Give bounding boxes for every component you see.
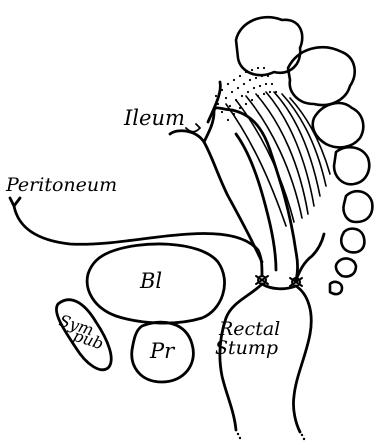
ileum-right-wall bbox=[270, 150, 298, 280]
suture-knots bbox=[256, 276, 302, 286]
coccyx-tip bbox=[330, 282, 342, 294]
label-bladder: Bl bbox=[139, 269, 162, 293]
label-ileum: Ileum bbox=[123, 106, 185, 130]
ileum bbox=[170, 82, 298, 280]
rectal-stump-right-wall bbox=[293, 286, 311, 432]
ileum-pointer bbox=[186, 124, 200, 132]
peritoneum-arrow bbox=[10, 198, 20, 206]
stump-dots bbox=[237, 433, 305, 440]
vertebra-5 bbox=[344, 191, 373, 222]
vertebra-2 bbox=[288, 47, 355, 105]
vertebra-7 bbox=[336, 259, 356, 277]
vertebra-4 bbox=[334, 147, 369, 184]
label-stump: Stump bbox=[215, 337, 278, 359]
peritoneum-right bbox=[296, 234, 324, 280]
vertebra-3 bbox=[313, 103, 364, 147]
label-peritoneum: Peritoneum bbox=[5, 174, 117, 196]
peritoneum-line bbox=[14, 206, 262, 276]
vertebra-1 bbox=[236, 17, 302, 75]
label-prostate: Pr bbox=[149, 339, 176, 363]
vertebra-6 bbox=[341, 229, 364, 253]
